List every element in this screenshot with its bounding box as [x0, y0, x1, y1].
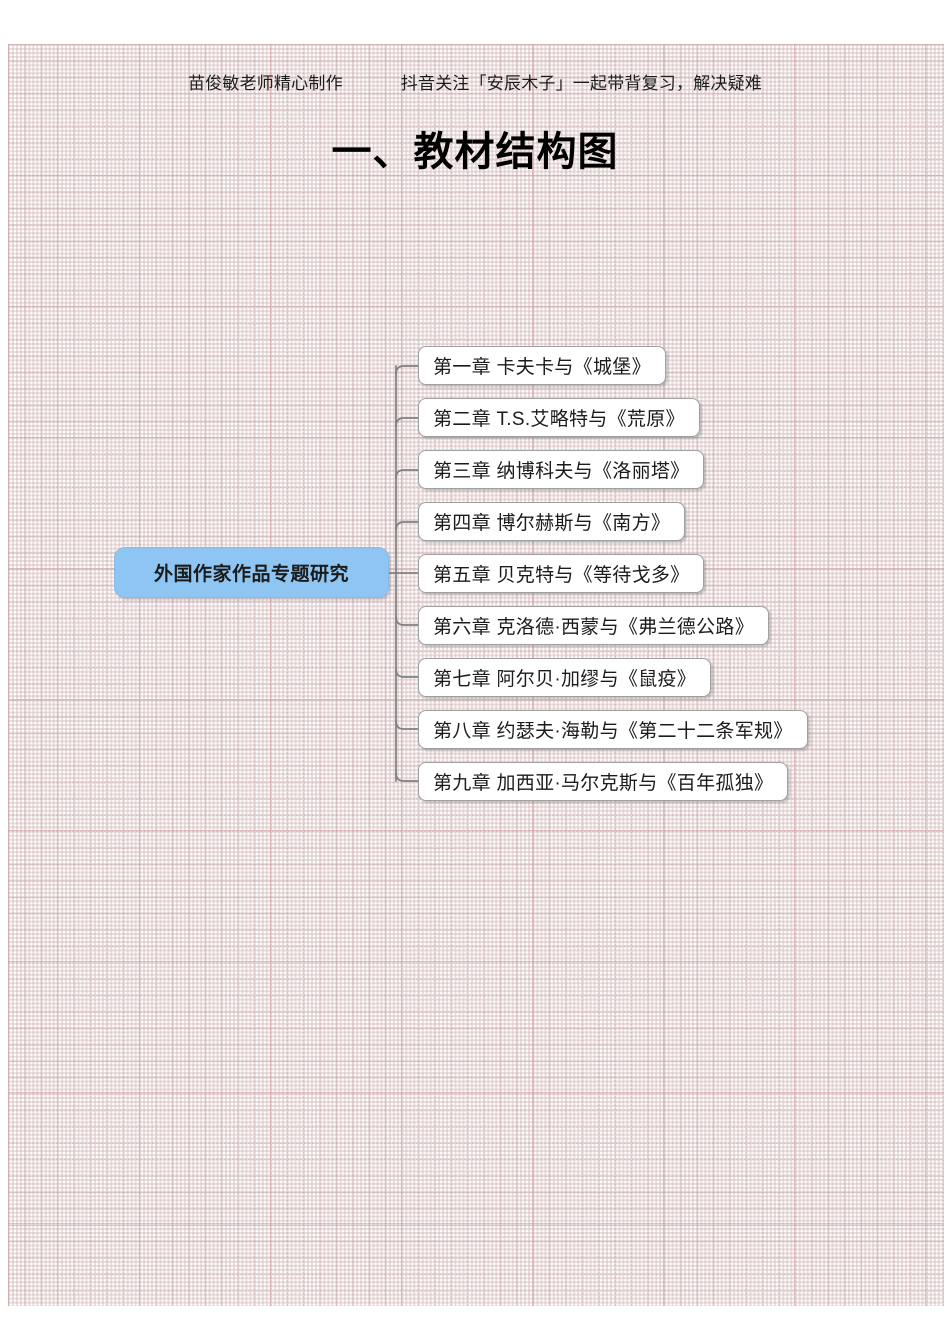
page-header: 苗俊敏老师精心制作 抖音关注「安辰木子」一起带背复习，解决疑难: [0, 73, 950, 95]
connector-branch-6: [395, 616, 419, 626]
mindmap-node-label: 第八章 约瑟夫·海勒与《第二十二条军规》: [433, 721, 793, 742]
mindmap-node-chapter-5[interactable]: 第五章 贝克特与《等待戈多》: [418, 554, 705, 593]
mindmap-root-node[interactable]: 外国作家作品专题研究: [114, 547, 389, 598]
header-author-credit: 苗俊敏老师精心制作: [187, 74, 343, 93]
connector-branch-7: [395, 668, 419, 678]
mindmap-node-chapter-1[interactable]: 第一章 卡夫卡与《城堡》: [418, 346, 666, 385]
mindmap-node-label: 第七章 阿尔贝·加缪与《鼠疫》: [433, 669, 697, 690]
connector-branch-9: [395, 772, 419, 782]
mindmap-node-chapter-3[interactable]: 第三章 纳博科夫与《洛丽塔》: [418, 450, 705, 489]
connector-branch-1: [395, 365, 419, 375]
mindmap-node-label: 第五章 贝克特与《等待戈多》: [433, 565, 690, 586]
mindmap-node-label: 第六章 克洛德·西蒙与《弗兰德公路》: [433, 617, 755, 638]
mindmap-node-chapter-2[interactable]: 第二章 T.S.艾略特与《荒原》: [418, 398, 700, 437]
mindmap-node-label: 第三章 纳博科夫与《洛丽塔》: [433, 461, 690, 482]
mindmap-node-chapter-4[interactable]: 第四章 博尔赫斯与《南方》: [418, 502, 686, 541]
header-promo-text: 抖音关注「安辰木子」一起带背复习，解决疑难: [400, 74, 762, 93]
mindmap-node-chapter-7[interactable]: 第七章 阿尔贝·加缪与《鼠疫》: [418, 658, 712, 697]
mindmap-node-chapter-6[interactable]: 第六章 克洛德·西蒙与《弗兰德公路》: [418, 606, 770, 645]
connector-branch-4: [395, 521, 419, 531]
mindmap-node-label: 第九章 加西亚·马尔克斯与《百年孤独》: [433, 773, 774, 794]
mindmap-node-chapter-9[interactable]: 第九章 加西亚·马尔克斯与《百年孤独》: [418, 762, 789, 801]
connector-branch-2: [395, 417, 419, 427]
mindmap-node-label: 第一章 卡夫卡与《城堡》: [433, 357, 651, 378]
connector-branch-8: [395, 720, 419, 730]
mindmap-node-chapter-8[interactable]: 第八章 约瑟夫·海勒与《第二十二条军规》: [418, 710, 808, 749]
mindmap-node-label: 第二章 T.S.艾略特与《荒原》: [433, 409, 685, 430]
connector-branch-3: [395, 469, 419, 479]
mindmap-root-label: 外国作家作品专题研究: [153, 564, 349, 585]
page-title: 一、教材结构图: [331, 129, 619, 174]
mindmap-node-label: 第四章 博尔赫斯与《南方》: [433, 513, 671, 534]
